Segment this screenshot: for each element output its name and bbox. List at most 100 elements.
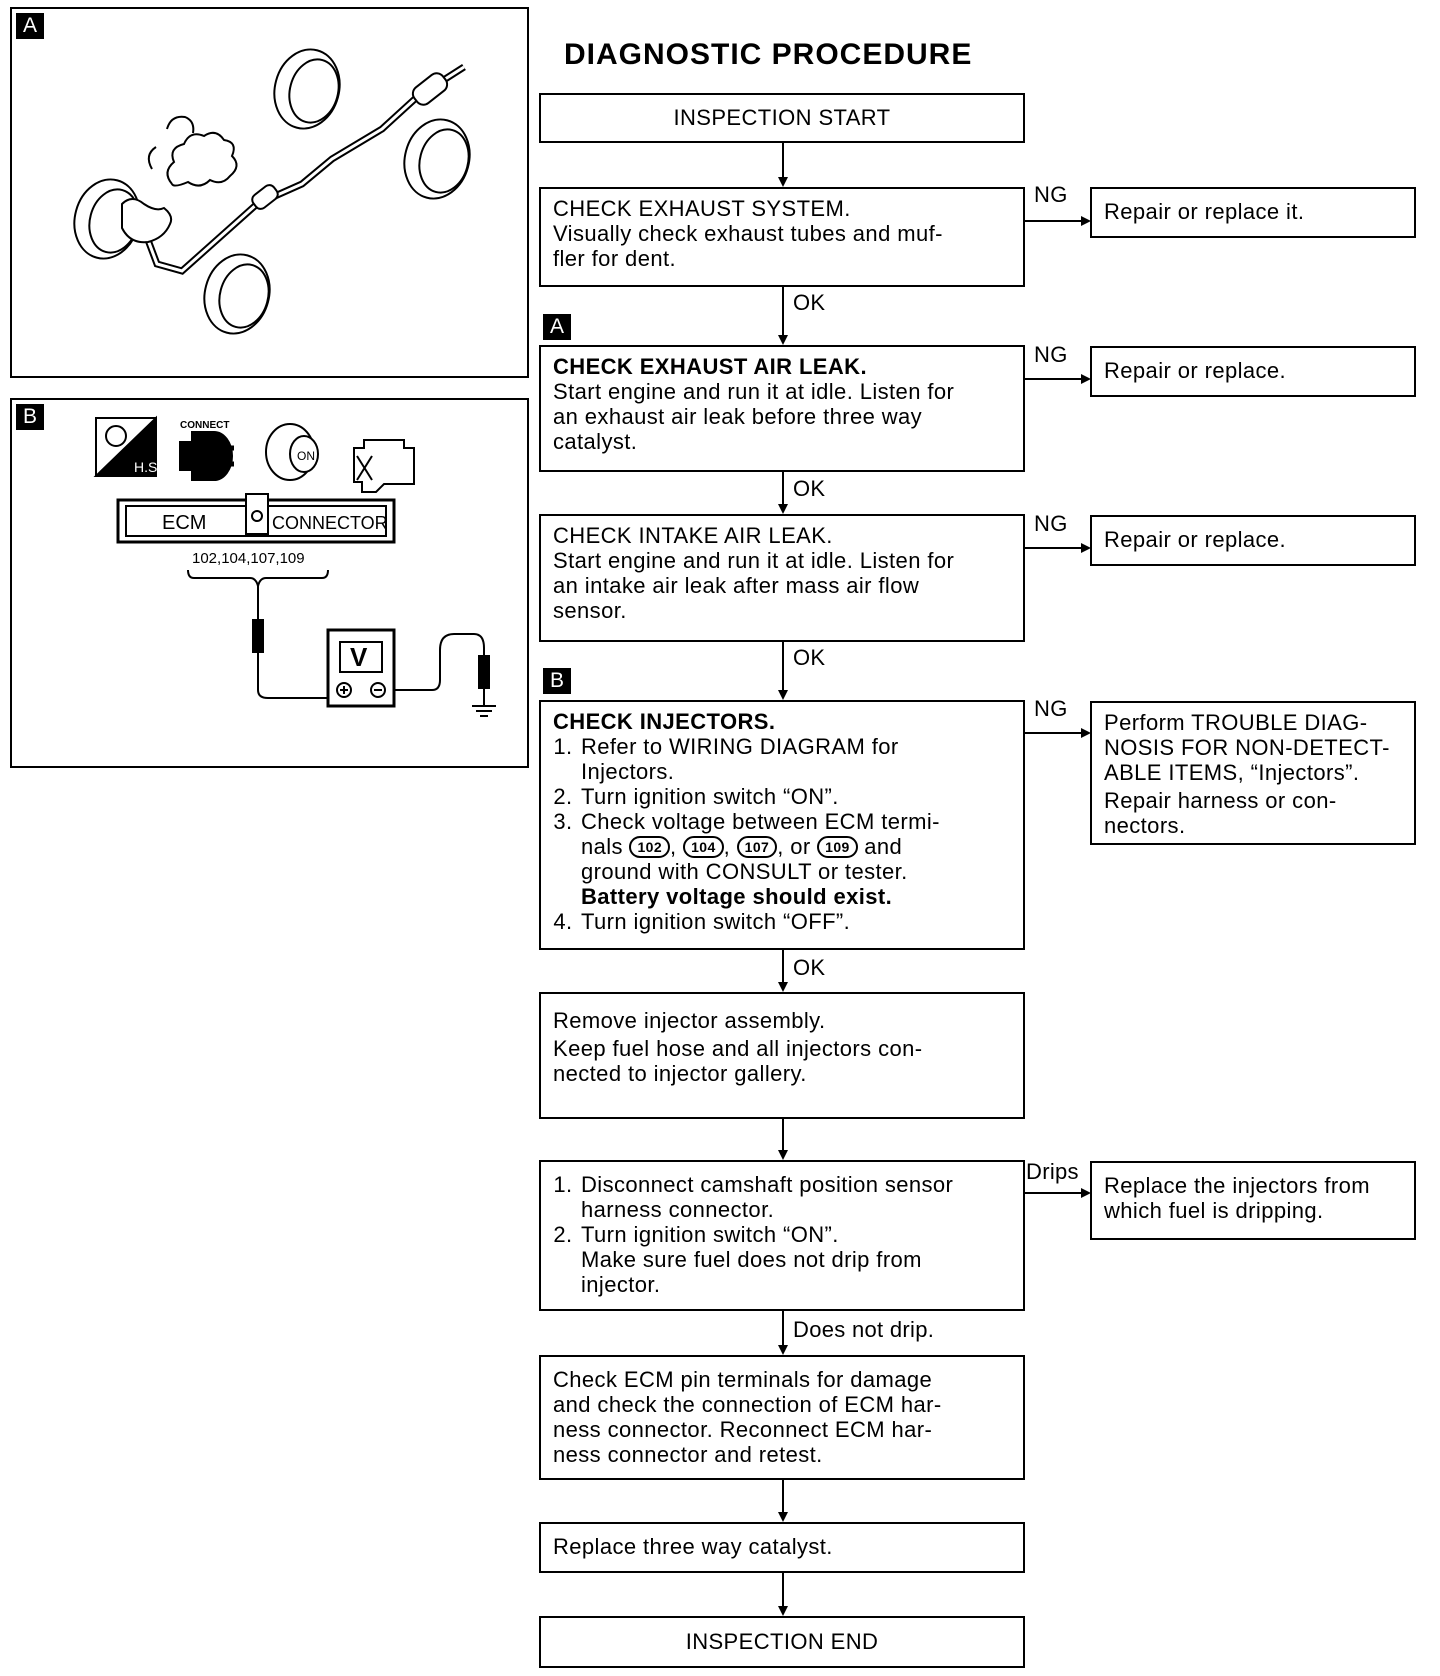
step4-item3-terminals-line: nals 102, 104, 107, or 109 and	[581, 834, 1011, 859]
does-not-drip-label: Does not drip.	[793, 1317, 935, 1342]
step7-line2: and check the connection of ECM har-	[553, 1392, 942, 1417]
exhaust-system-drawing	[73, 48, 471, 335]
step4-item1-line1: Refer to WIRING DIAGRAM for	[581, 734, 899, 759]
step2-ng-result: Repair or replace.	[1090, 346, 1416, 397]
step3-line3: an intake air leak after mass air flow	[553, 573, 920, 598]
ok-label-1: OK	[793, 290, 826, 315]
drips-line2: which fuel is dripping.	[1104, 1198, 1324, 1223]
voltmeter-label: V	[350, 642, 368, 672]
step-check-ecm-pins: Check ECM pin terminals for damage and c…	[539, 1355, 1025, 1480]
step5-line1: Remove injector assembly.	[553, 1008, 826, 1033]
ignition-on-label: ON	[297, 449, 315, 463]
connector-label: CONNECTOR	[272, 513, 388, 533]
sep-2: ,	[723, 834, 731, 859]
ok-label-4: OK	[793, 955, 826, 980]
ignition-on-icon: ON	[265, 423, 319, 481]
step4-ng-result: Perform TROUBLE DIAG- NOSIS FOR NON-DETE…	[1090, 701, 1416, 845]
step6-item2-line2: Make sure fuel does not drip from	[581, 1247, 922, 1272]
step4-ng-line2: NOSIS FOR NON-DETECT-	[1104, 735, 1390, 760]
ok-label-3: OK	[793, 645, 826, 670]
step4-item3: Check voltage between ECM termi- nals 10…	[579, 809, 1011, 909]
voltage-measurement-drawing: H.S. CONNECT ON	[93, 415, 496, 717]
drips-line1: Replace the injectors from	[1104, 1173, 1370, 1198]
step1-ng-text: Repair or replace it.	[1104, 199, 1305, 224]
step1-line3: fler for dent.	[553, 246, 676, 271]
smoke	[166, 131, 238, 187]
step4-item1: Refer to WIRING DIAGRAM for Injectors.	[579, 734, 1011, 784]
step2-line1: Start engine and run it at idle. Listen …	[553, 379, 955, 404]
step1-line1: CHECK EXHAUST SYSTEM.	[553, 196, 851, 221]
catalyst	[251, 184, 279, 210]
step5-line3: nected to injector gallery.	[553, 1061, 807, 1086]
inspection-start-label: INSPECTION START	[673, 105, 891, 130]
inspection-end-box: INSPECTION END	[539, 1616, 1025, 1668]
step2-line3: catalyst.	[553, 429, 638, 454]
terminal-badge-107: 107	[736, 836, 778, 858]
illustration-panel-b: B H.S. CONNECT ON	[10, 398, 529, 768]
ng-label-3: NG	[1034, 511, 1068, 536]
step6-item2-line3: injector.	[581, 1272, 661, 1297]
step4-item3-line3: ground with CONSULT or tester.	[581, 859, 908, 884]
ng-label-1: NG	[1034, 182, 1068, 207]
step-tag-b: B	[543, 668, 571, 694]
illustration-panel-a: A	[10, 7, 529, 378]
step4-item2: Turn ignition switch “ON”.	[579, 784, 1011, 809]
step6-item2: Turn ignition switch “ON”. Make sure fue…	[579, 1222, 1011, 1297]
step4-ng-line1: Perform TROUBLE DIAG-	[1104, 710, 1368, 735]
step-check-intake-air-leak: CHECK INTAKE AIR LEAK. Start engine and …	[539, 514, 1025, 642]
step4-item2-text: Turn ignition switch “ON”.	[581, 784, 839, 809]
step-check-exhaust-system: CHECK EXHAUST SYSTEM. Visually check exh…	[539, 187, 1025, 287]
drips-label: Drips	[1026, 1159, 1079, 1184]
page-title: DIAGNOSTIC PROCEDURE	[564, 38, 973, 71]
terminal-numbers: 102,104,107,109	[192, 550, 305, 567]
muffler	[411, 72, 449, 106]
ok-label-2: OK	[793, 476, 826, 501]
step7-line4: ness connector and retest.	[553, 1442, 823, 1467]
connect-icon: CONNECT	[179, 420, 234, 481]
step3-line2: Start engine and run it at idle. Listen …	[553, 548, 955, 573]
step-remove-injector: Remove injector assembly. Keep fuel hose…	[539, 992, 1025, 1119]
step4-nals-text: nals	[581, 834, 623, 859]
step6-item1-line2: harness connector.	[581, 1197, 775, 1222]
terminal-badge-104: 104	[683, 836, 724, 858]
engine-icon	[353, 439, 415, 493]
step6-item1: Disconnect camshaft position sensor harn…	[579, 1172, 1011, 1222]
step8-text: Replace three way catalyst.	[553, 1534, 833, 1559]
step5-line2: Keep fuel hose and all injectors con-	[553, 1036, 923, 1061]
ecm-label: ECM	[162, 512, 206, 534]
terminal-badge-102: 102	[629, 836, 671, 858]
step4-item3-battery-note: Battery voltage should exist.	[581, 884, 893, 909]
panel-tag-a: A	[16, 13, 44, 39]
ng-label-4: NG	[1034, 696, 1068, 721]
step6-item1-line1: Disconnect camshaft position sensor	[581, 1172, 954, 1197]
probe-positive	[252, 619, 264, 653]
panel-tag-b: B	[16, 404, 44, 430]
step-replace-catalyst: Replace three way catalyst.	[539, 1522, 1025, 1573]
negative-terminal-icon	[370, 682, 386, 698]
step3-line4: sensor.	[553, 598, 627, 623]
step3-line1: CHECK INTAKE AIR LEAK.	[553, 523, 833, 548]
probe-negative	[478, 655, 490, 689]
inspection-end-label: INSPECTION END	[685, 1629, 879, 1654]
step4-ng-line3: ABLE ITEMS, “Injectors”.	[1104, 760, 1360, 785]
step-check-exhaust-air-leak: CHECK EXHAUST AIR LEAK. Start engine and…	[539, 345, 1025, 472]
step6-item2-line1: Turn ignition switch “ON”.	[581, 1222, 839, 1247]
step4-item1-line2: Injectors.	[581, 759, 675, 784]
step4-ng-line4: Repair harness or con-	[1104, 788, 1337, 813]
step4-heading: CHECK INJECTORS.	[553, 709, 776, 734]
step1-ng-result: Repair or replace it.	[1090, 187, 1416, 238]
sep-1: ,	[670, 834, 677, 859]
step3-ng-result: Repair or replace.	[1090, 515, 1416, 566]
positive-terminal-icon	[336, 682, 352, 698]
step4-item4-text: Turn ignition switch “OFF”.	[581, 909, 851, 934]
hand	[121, 198, 173, 244]
step-check-injectors: CHECK INJECTORS. Refer to WIRING DIAGRAM…	[539, 700, 1025, 950]
step4-item3-line1: Check voltage between ECM termi-	[581, 809, 940, 834]
step2-ng-text: Repair or replace.	[1104, 358, 1287, 383]
terminal-badge-109: 109	[817, 836, 858, 858]
ng-label-2: NG	[1034, 342, 1068, 367]
step4-ng-line5: nectors.	[1104, 813, 1186, 838]
step-tag-a: A	[543, 314, 571, 340]
step7-line1: Check ECM pin terminals for damage	[553, 1367, 933, 1392]
